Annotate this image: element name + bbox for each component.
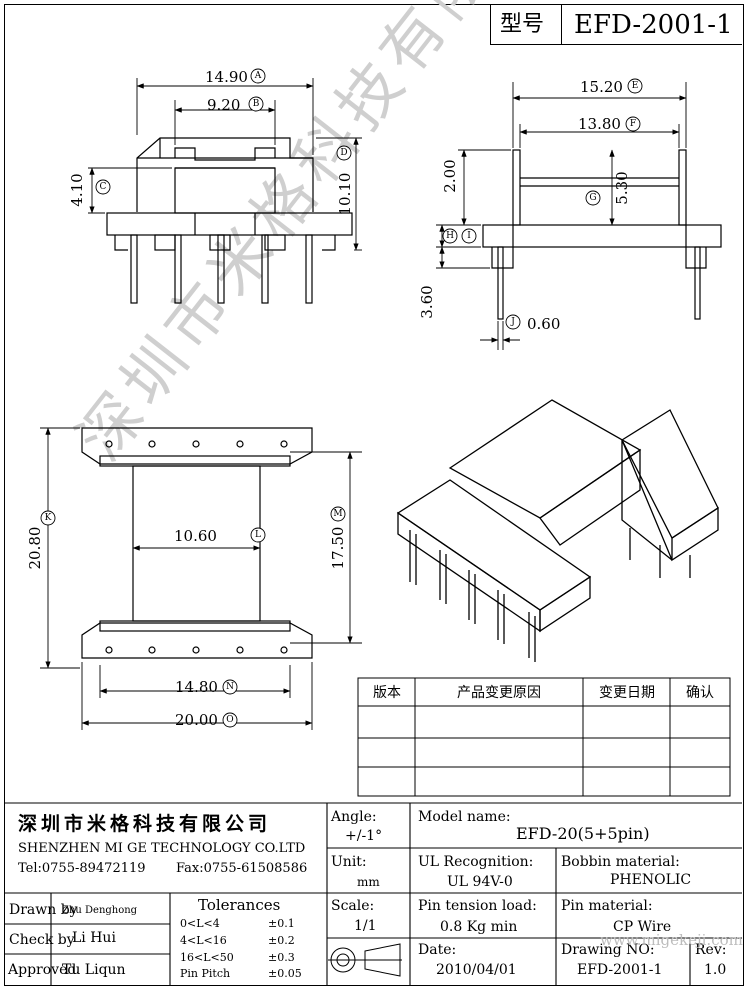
bottom-view-dimensions — [40, 427, 362, 730]
callout-c: C — [100, 182, 107, 192]
isometric-view — [396, 399, 719, 662]
tol-range-4: Pin Pitch — [180, 967, 231, 980]
callout-o: O — [226, 715, 233, 725]
projection-symbol — [328, 943, 402, 977]
scale-value: 1/1 — [354, 918, 377, 934]
unit-value: mm — [357, 875, 380, 889]
drawn-by-name: Zhu Denghong — [62, 905, 138, 916]
angle-value: +/-1° — [345, 828, 383, 844]
dim-n: 14.80 — [175, 678, 218, 696]
tol-range-2: 4<L<16 — [180, 934, 227, 947]
pin-tension-label: Pin tension load: — [418, 898, 537, 914]
model-value: EFD-20(5+5pin) — [516, 824, 650, 843]
dim-d: 10.10 — [336, 173, 354, 216]
dim-o: 20.00 — [175, 711, 218, 729]
callout-letters: A B C D E F G H I J K L M N O — [45, 71, 639, 725]
dim-g: 5.30 — [613, 171, 631, 204]
tol-range-3: 16<L<50 — [180, 951, 234, 964]
tol-value-4: ±0.05 — [268, 967, 302, 980]
callout-circles — [40, 68, 643, 728]
tol-value-1: ±0.1 — [268, 917, 295, 930]
company-name-en: SHENZHEN MI GE TECHNOLOGY CO.LTD — [18, 841, 306, 856]
callout-e: E — [632, 81, 639, 91]
scale-label: Scale: — [331, 898, 375, 914]
callout-g: G — [589, 193, 596, 203]
tol-value-3: ±0.3 — [268, 951, 295, 964]
revision-table-grid — [357, 677, 731, 797]
header-box — [490, 4, 742, 45]
dim-j: 0.60 — [527, 315, 560, 333]
rev-col-reason: 产品变更原因 — [457, 685, 541, 701]
pin-tension-value: 0.8 Kg min — [440, 919, 518, 935]
pin-material-label: Pin material: — [561, 898, 653, 914]
company-name-cn: 深圳市米格科技有限公司 — [18, 813, 272, 835]
revision-table-headers: 版本 产品变更原因 变更日期 确认 — [373, 685, 714, 701]
rev-value: 1.0 — [704, 962, 727, 978]
date-label: Date: — [418, 942, 457, 958]
bobbin-value: PHENOLIC — [610, 872, 692, 888]
dim-k: 20.80 — [26, 527, 44, 570]
dim-l: 10.60 — [174, 527, 217, 545]
ul-value: UL 94V-0 — [447, 874, 513, 890]
tolerances-title: Tolerances — [198, 896, 281, 914]
drawn-by-label: Drawn by — [9, 902, 78, 918]
callout-j: J — [510, 317, 515, 327]
bobbin-label: Bobbin material: — [561, 854, 680, 870]
check-by-name: Li Hui — [72, 930, 116, 946]
callout-i: I — [467, 231, 471, 241]
part-number: EFD-2001-1 — [574, 10, 733, 40]
tol-range-1: 0<L<4 — [180, 917, 220, 930]
company-fax: Fax:0755-61508586 — [176, 861, 308, 876]
model-label: Model name: — [418, 809, 511, 825]
side-view-dimensions — [436, 82, 687, 350]
rev-col-version: 版本 — [373, 685, 401, 701]
website-watermark: www.migekeji.com — [600, 931, 743, 949]
title-block-grid — [4, 802, 742, 985]
callout-d: D — [340, 148, 347, 158]
drawing-no-value: EFD-2001-1 — [577, 962, 663, 978]
callout-h: H — [446, 231, 454, 241]
callout-n: N — [226, 682, 234, 692]
dim-m: 17.50 — [329, 527, 347, 570]
dim-h-top: 2.00 — [441, 159, 459, 192]
dim-b: 9.20 — [207, 96, 240, 114]
side-view — [482, 149, 722, 320]
callout-m: M — [333, 509, 342, 519]
tol-value-2: ±0.2 — [268, 934, 295, 947]
approved-name: Tu Liqun — [62, 962, 126, 978]
callout-f: F — [630, 119, 636, 129]
dim-a: 14.90 — [205, 68, 248, 86]
approved-label: Approved — [8, 962, 77, 978]
front-view — [106, 137, 353, 304]
dim-i: 3.60 — [418, 285, 436, 318]
rev-col-confirm: 确认 — [686, 685, 714, 701]
pin-material-value: CP Wire — [613, 919, 672, 935]
check-by-label: Check by — [9, 932, 75, 948]
company-tel: Tel:0755-89472119 — [18, 861, 146, 876]
dimension-values: 14.90 9.20 4.10 10.10 15.20 13.80 5.30 2… — [26, 68, 631, 729]
date-value: 2010/04/01 — [436, 962, 517, 978]
unit-label: Unit: — [331, 854, 367, 870]
rev-col-date: 变更日期 — [599, 685, 655, 701]
callout-a: A — [254, 71, 262, 81]
angle-label: Angle: — [331, 809, 377, 825]
callout-k: K — [45, 513, 52, 523]
rev-label: Rev: — [695, 942, 727, 958]
front-view-dimensions — [88, 78, 362, 251]
bottom-view — [81, 427, 313, 659]
dim-e: 15.20 — [580, 78, 623, 96]
dim-c: 4.10 — [68, 173, 86, 206]
header-divider — [561, 4, 562, 45]
drawing-no-label: Drawing NO: — [561, 942, 655, 958]
callout-b: B — [253, 99, 260, 109]
drawing-frame — [4, 4, 744, 986]
ul-label: UL Recognition: — [418, 854, 534, 870]
dim-f: 13.80 — [578, 115, 621, 133]
callout-l: L — [255, 530, 261, 540]
type-label: 型号 — [500, 12, 545, 37]
